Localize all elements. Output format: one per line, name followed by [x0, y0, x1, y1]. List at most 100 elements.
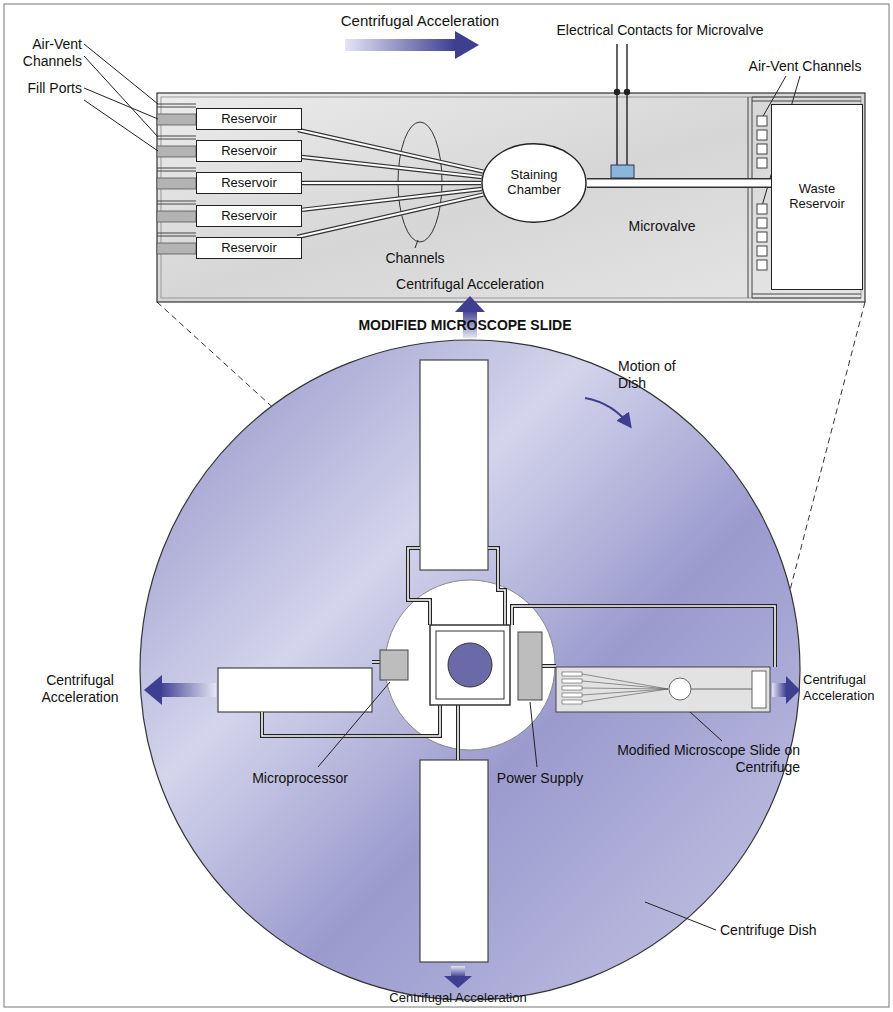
fluid-channel	[302, 183, 481, 184]
electrical-contact	[615, 44, 630, 166]
wire-core	[408, 548, 430, 625]
small-slide	[582, 674, 668, 702]
reservoir-box: Reservoir	[196, 172, 302, 194]
arrow-label: Centrifugal Acceleration	[31, 672, 129, 706]
fill-port	[157, 146, 196, 157]
small-slide	[556, 667, 770, 712]
reservoir-box: Reservoir	[196, 140, 302, 162]
leader-line	[318, 682, 722, 930]
wire	[408, 548, 430, 625]
leader-line	[84, 88, 158, 119]
slide-slot	[420, 760, 488, 962]
centrifuge-dish	[140, 340, 800, 1000]
wire-core	[372, 661, 380, 663]
leader-line	[84, 56, 158, 137]
centrifugal-arrow	[345, 39, 455, 51]
microscope-slide	[157, 93, 865, 302]
staining-chamber: Staining Chamber	[481, 143, 587, 223]
small-slide	[562, 686, 582, 690]
leader-line	[530, 702, 537, 767]
waste-vent-structure	[757, 246, 767, 256]
small-slide	[556, 667, 770, 712]
reservoir-box: Reservoir	[196, 237, 302, 259]
arrow-label: Centrifugal Acceleration	[338, 990, 578, 1006]
node-text: Reservoir	[221, 241, 277, 256]
centrifugal-arrow	[772, 683, 786, 697]
fluid-channel	[297, 195, 483, 237]
fluid-channel	[302, 157, 482, 177]
arrow-label: Centrifugal Acceleration	[803, 672, 883, 703]
node-text: Reservoir	[221, 112, 277, 127]
waste-vent-structure	[757, 232, 767, 242]
electrical-contact	[625, 90, 630, 95]
waste-vent-structure	[748, 97, 749, 298]
slide-slot	[218, 668, 372, 712]
small-slide	[562, 679, 582, 683]
wire-core	[512, 606, 775, 667]
small-slide	[691, 688, 752, 689]
centrifugal-arrow	[444, 976, 472, 988]
waste-vent-structure	[752, 97, 753, 298]
microvalve	[611, 165, 634, 178]
wire	[512, 606, 775, 667]
waste-reservoir: Waste Reservoir	[771, 104, 863, 290]
callout-label: Channels	[370, 250, 460, 267]
hub-motor	[436, 631, 504, 699]
reservoir-box: Reservoir	[196, 108, 302, 130]
electrical-contact	[626, 44, 627, 166]
centrifugal-arrow	[144, 675, 162, 705]
fill-port	[157, 211, 196, 222]
air-vent-channel	[157, 168, 196, 171]
leader-line	[84, 100, 158, 151]
air-vent-channel	[157, 233, 196, 236]
wire	[456, 705, 460, 760]
arrow-label: Centrifugal Acceleration	[340, 276, 600, 293]
channel-wall	[587, 178, 771, 188]
wire-core	[457, 705, 459, 760]
callout-label: Microvalve	[612, 218, 712, 235]
callout-label: Centrifuge Dish	[720, 922, 860, 939]
microprocessor-chip	[380, 650, 408, 680]
wire	[372, 660, 380, 664]
fill-port	[157, 114, 196, 125]
waste-vent-structure	[757, 116, 767, 126]
wire	[488, 548, 505, 625]
electrical-contact	[616, 44, 617, 166]
callout-label: Air-Vent Channels	[730, 58, 880, 75]
channel-wall	[302, 181, 481, 186]
centrifugal-arrow	[786, 676, 800, 704]
power-supply-unit	[518, 632, 542, 700]
microscope-slide	[161, 97, 861, 298]
channel-wall	[297, 195, 483, 237]
leader-line	[645, 902, 716, 930]
centrifugal-arrow	[444, 966, 472, 988]
leader-line	[84, 44, 800, 248]
node-text: Reservoir	[221, 144, 277, 159]
callout-label: Power Supply	[485, 770, 595, 787]
wire-core	[542, 665, 556, 667]
chamber-outline	[482, 144, 586, 222]
centrifugal-arrow	[455, 296, 485, 312]
hub-motor	[448, 643, 492, 687]
leader-line	[84, 44, 158, 104]
centrifugal-arrow	[160, 683, 216, 697]
panel-title: MODIFIED MICROSCOPE SLIDE	[305, 317, 625, 334]
electrical-contact	[615, 90, 620, 95]
waste-vent-structure	[752, 97, 861, 101]
small-slide	[669, 678, 691, 700]
centrifugal-arrow	[451, 966, 465, 977]
air-vent-channel	[157, 136, 196, 139]
leader-line	[318, 682, 390, 767]
fill-port	[157, 114, 196, 254]
centrifugal-arrow	[455, 31, 479, 59]
callout-label: Modified Microscope Slide on Centrifuge	[610, 742, 800, 776]
node-text: Waste Reservoir	[772, 182, 862, 212]
waste-vent-structure	[757, 158, 767, 168]
small-slide	[562, 672, 582, 676]
waste-vent-structure	[757, 218, 767, 228]
wire-core	[262, 548, 775, 760]
waste-vent-structure	[757, 130, 767, 140]
node-text: Reservoir	[221, 209, 277, 224]
